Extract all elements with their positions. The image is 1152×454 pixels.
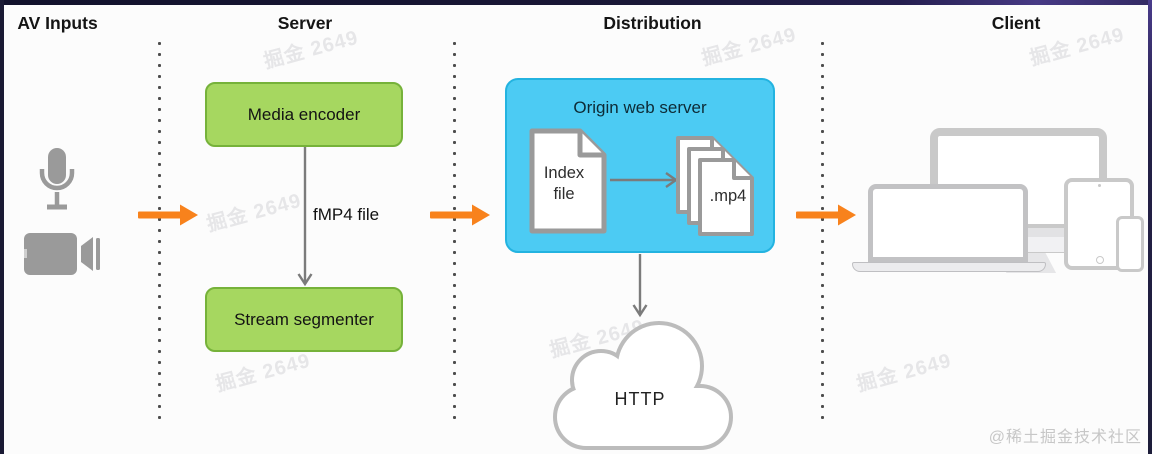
frame-left-bar <box>0 0 4 454</box>
column-separator <box>158 38 161 422</box>
desktop-chin-band <box>994 228 1068 237</box>
stream-segmenter-box: Stream segmenter <box>205 287 403 352</box>
tablet-home-button <box>1096 256 1104 264</box>
index-file-icon <box>529 128 607 234</box>
microphone-icon <box>39 148 75 210</box>
column-header-av-inputs: AV Inputs <box>17 13 98 33</box>
server-to-cloud-arrow <box>632 254 648 318</box>
origin-web-server-title: Origin web server <box>573 98 707 117</box>
mp4-file-label: .mp4 <box>709 187 747 205</box>
flow-arrow-server-to-distribution <box>430 204 490 226</box>
index-file-label: Index file <box>543 164 585 203</box>
mp4-file-stack-icon <box>676 136 754 236</box>
stream-segmenter-label: Stream segmenter <box>234 309 374 329</box>
fmp4-file-label: fMP4 file <box>313 205 380 224</box>
watermark-stamp: 掘金 2649 <box>854 349 954 397</box>
frame-top-bar <box>0 0 1152 5</box>
flow-arrow-distribution-to-client <box>796 204 856 226</box>
video-camera-icon <box>24 233 100 275</box>
http-cloud-icon <box>553 321 733 450</box>
phone-icon <box>1116 216 1144 272</box>
tablet-camera-dot <box>1097 184 1101 187</box>
column-separator <box>821 38 824 422</box>
frame-right-bar <box>1148 0 1152 454</box>
column-header-distribution: Distribution <box>603 13 702 33</box>
column-header-server: Server <box>277 13 333 33</box>
index-to-mp4-arrow <box>610 172 679 188</box>
laptop-icon <box>868 184 1028 262</box>
http-label: HTTP <box>614 389 666 409</box>
watermark-stamp: 掘金 2649 <box>204 189 304 237</box>
flow-arrow-av-to-server <box>138 204 198 226</box>
media-encoder-label: Media encoder <box>247 104 361 124</box>
credit-watermark: @稀土掘金技术社区 <box>988 429 1142 446</box>
column-separator <box>453 38 456 422</box>
column-header-client: Client <box>991 13 1041 33</box>
encoder-to-segmenter-arrow <box>297 147 313 287</box>
laptop-base <box>852 262 1046 272</box>
media-encoder-box: Media encoder <box>205 82 403 147</box>
